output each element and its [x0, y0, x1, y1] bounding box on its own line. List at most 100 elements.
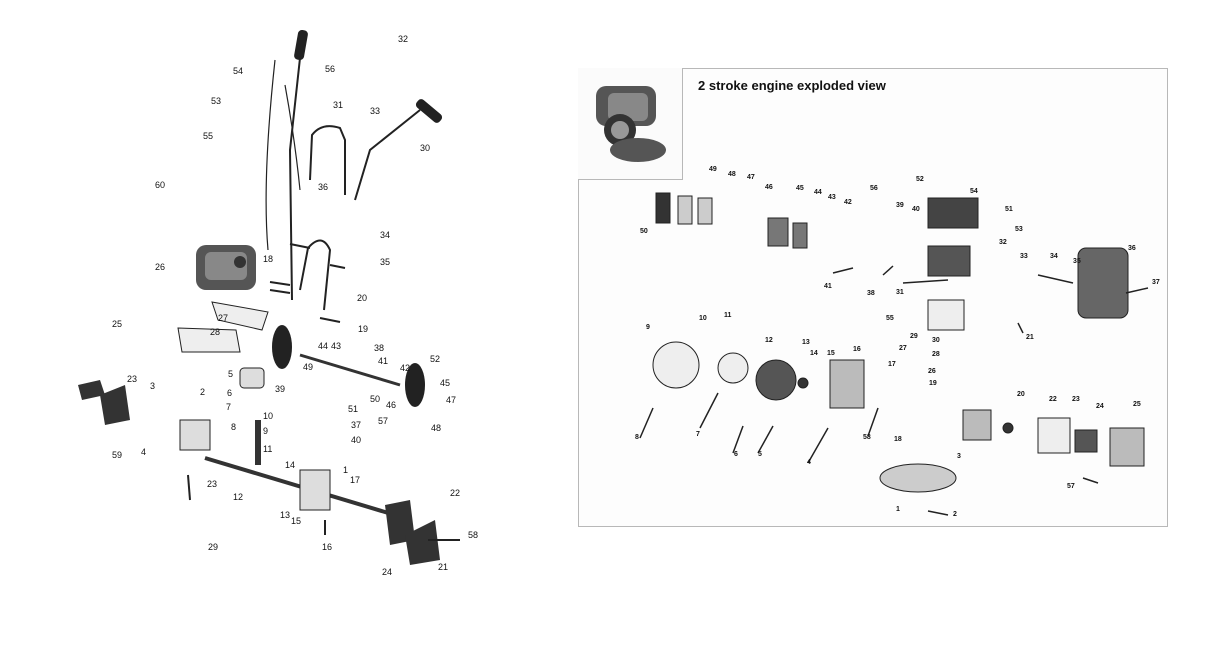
engine-exploded-view: 2 stroke engine exploded view — [578, 68, 1168, 527]
tiller-part-label: 4 — [141, 447, 146, 457]
grip-right — [415, 99, 443, 123]
engine-part-label: 33 — [1020, 253, 1028, 260]
engine-part-label: 12 — [765, 337, 773, 344]
tiller-part-label: 17 — [350, 475, 360, 485]
carburetor — [767, 217, 789, 247]
engine-part-label: 23 — [1072, 396, 1080, 403]
tiller-part-label: 37 — [351, 420, 361, 430]
engine-part-label: 14 — [810, 350, 818, 357]
engine-part-label: 20 — [1017, 391, 1025, 398]
engine-part-label: 6 — [734, 451, 738, 458]
engine-part-label: 28 — [932, 351, 940, 358]
engine-part-label: 7 — [696, 431, 700, 438]
tiller-part-label: 29 — [208, 542, 218, 552]
tiller-part-label: 28 — [210, 327, 220, 337]
tiller-part-label: 21 — [438, 562, 448, 572]
tiller-part-label: 36 — [318, 182, 328, 192]
tiller-part-label: 3 — [150, 381, 155, 391]
handle-lower — [299, 239, 332, 311]
engine-thumbnail — [578, 68, 683, 180]
engine-part-label: 39 — [896, 202, 904, 209]
wheel-right — [405, 363, 425, 407]
flywheel — [755, 359, 797, 401]
tiller-part-label: 47 — [446, 395, 456, 405]
engine-part-label: 26 — [928, 368, 936, 375]
tiller-part-label: 44 — [318, 341, 328, 351]
tiller-part-label: 20 — [357, 293, 367, 303]
tiller-part-label: 42 — [400, 363, 410, 373]
engine-part-label: 37 — [1152, 279, 1160, 286]
tiller-part-label: 6 — [227, 388, 232, 398]
tiller-part-label: 56 — [325, 64, 335, 74]
tiller-part-label: 50 — [370, 394, 380, 404]
guard-25 — [177, 327, 241, 353]
wheel-left — [272, 325, 292, 369]
tiller-part-label: 57 — [378, 416, 388, 426]
fuel-tank — [879, 463, 957, 493]
air-filter-cover — [655, 192, 671, 224]
crankcase — [829, 359, 865, 409]
engine-part-label: 54 — [970, 188, 978, 195]
tiller-part-label: 14 — [285, 460, 295, 470]
tiller-part-label: 12 — [233, 492, 243, 502]
tiller-part-label: 10 — [263, 411, 273, 421]
engine-part-label: 50 — [640, 228, 648, 235]
engine-part-label: 56 — [870, 185, 878, 192]
engine-part-label: 17 — [888, 361, 896, 368]
engine-part-label: 27 — [899, 345, 907, 352]
engine-part-label: 24 — [1096, 403, 1104, 410]
engine-part-label: 19 — [929, 380, 937, 387]
tiller-part-label: 8 — [231, 422, 236, 432]
tiller-part-label: 34 — [380, 230, 390, 240]
tiller-part-label: 52 — [430, 354, 440, 364]
tiller-part-label: 18 — [263, 254, 273, 264]
handle-bar-right — [354, 109, 421, 201]
engine-block — [196, 245, 256, 290]
tiller-part-label: 38 — [374, 343, 384, 353]
tiller-part-label: 13 — [280, 510, 290, 520]
engine-part-label: 42 — [844, 199, 852, 206]
engine-part-label: 21 — [1026, 334, 1034, 341]
engine-part-label: 4 — [807, 459, 811, 466]
tiller-part-label: 31 — [333, 100, 343, 110]
engine-part-label: 9 — [646, 324, 650, 331]
engine-part-label: 43 — [828, 194, 836, 201]
throttle-cable — [265, 59, 276, 251]
engine-part-label: 15 — [827, 350, 835, 357]
engine-part-label: 25 — [1133, 401, 1141, 408]
tiller-part-label: 53 — [211, 96, 221, 106]
grip-left — [294, 29, 308, 61]
engine-part-label: 3 — [957, 453, 961, 460]
tiller-part-label: 55 — [203, 131, 213, 141]
tiller-part-label: 39 — [275, 384, 285, 394]
engine-part-label: 32 — [999, 239, 1007, 246]
engine-part-label: 16 — [853, 346, 861, 353]
engine-diagram-title: 2 stroke engine exploded view — [698, 78, 886, 93]
engine-part-label: 18 — [894, 436, 902, 443]
tiller-part-label: 7 — [226, 402, 231, 412]
tiller-part-label: 16 — [322, 542, 332, 552]
tiller-part-label: 23 — [127, 374, 137, 384]
tiller-part-label: 27 — [218, 313, 228, 323]
tiller-part-label: 19 — [358, 324, 368, 334]
engine-part-label: 34 — [1050, 253, 1058, 260]
tiller-part-label: 2 — [200, 387, 205, 397]
engine-part-label: 58 — [863, 434, 871, 441]
tiller-part-label: 60 — [155, 180, 165, 190]
engine-part-label: 5 — [758, 451, 762, 458]
engine-part-label: 51 — [1005, 206, 1013, 213]
engine-part-label: 45 — [796, 185, 804, 192]
tiller-part-label: 48 — [431, 423, 441, 433]
tiller-part-label: 54 — [233, 66, 243, 76]
tiller-part-label: 5 — [228, 369, 233, 379]
engine-part-label: 31 — [896, 289, 904, 296]
tiller-part-label: 24 — [382, 567, 392, 577]
tiller-part-label: 22 — [450, 488, 460, 498]
engine-part-label: 10 — [699, 315, 707, 322]
engine-part-label: 57 — [1067, 483, 1075, 490]
recoil-starter — [1109, 427, 1145, 467]
tiller-part-label: 59 — [112, 450, 122, 460]
tiller-part-label: 30 — [420, 143, 430, 153]
